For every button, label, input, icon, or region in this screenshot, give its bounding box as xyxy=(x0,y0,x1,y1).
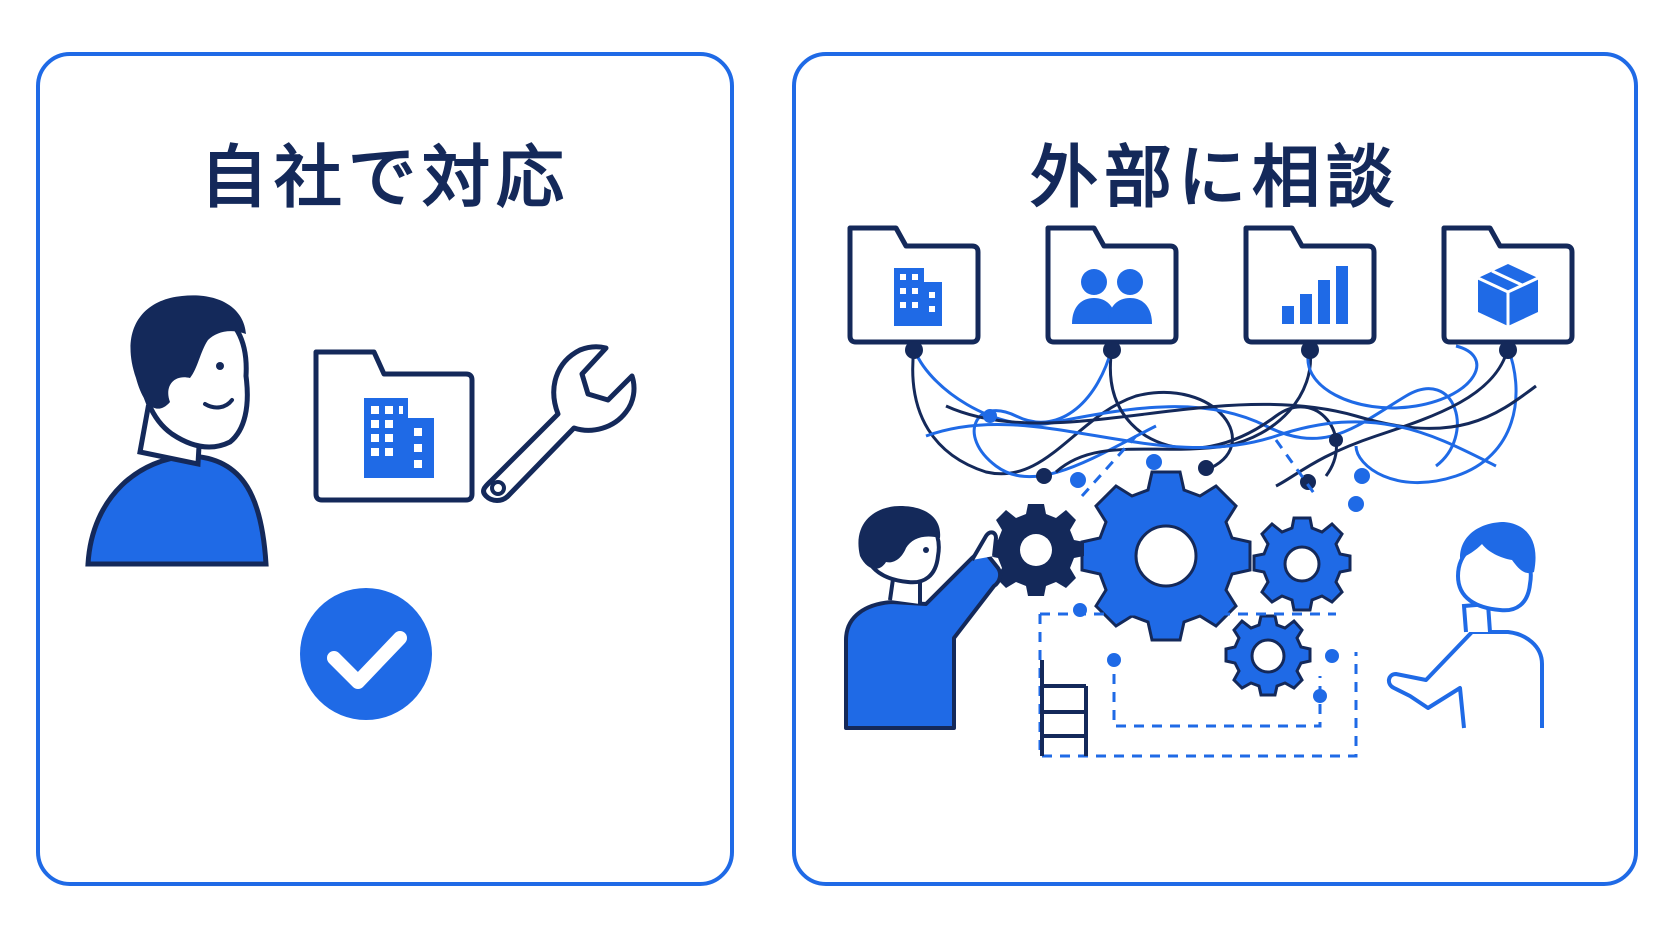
tangled-lines-icon xyxy=(911,344,1537,488)
folder-box xyxy=(1441,225,1575,345)
checkmark-circle-icon xyxy=(300,588,432,720)
wrench-icon xyxy=(481,344,637,503)
folder-chart xyxy=(1243,225,1377,345)
gears-icon xyxy=(988,470,1352,697)
left-panel: 自社で対応 xyxy=(36,52,734,886)
ladder-icon xyxy=(1040,660,1088,756)
people-icon xyxy=(1072,269,1152,324)
right-panel-title: 外部に相談 xyxy=(1029,139,1400,218)
connector-nodes xyxy=(905,341,1517,512)
person-icon xyxy=(85,295,269,567)
consultant-right-icon xyxy=(1387,522,1544,729)
framework-nodes xyxy=(1073,603,1339,703)
left-panel-title: 自社で対応 xyxy=(199,139,570,218)
box-icon xyxy=(1477,264,1539,326)
building-folder-icon xyxy=(313,349,475,503)
right-illustration xyxy=(844,225,1575,758)
consultant-left-icon xyxy=(844,506,1003,730)
dashed-framework xyxy=(1038,434,1358,758)
folder-building xyxy=(847,225,981,345)
building-icon xyxy=(894,268,942,326)
folder-people xyxy=(1045,225,1179,345)
bar-chart-icon xyxy=(1282,266,1348,324)
right-panel: 外部に相談 xyxy=(792,52,1638,886)
left-illustration xyxy=(85,295,637,720)
